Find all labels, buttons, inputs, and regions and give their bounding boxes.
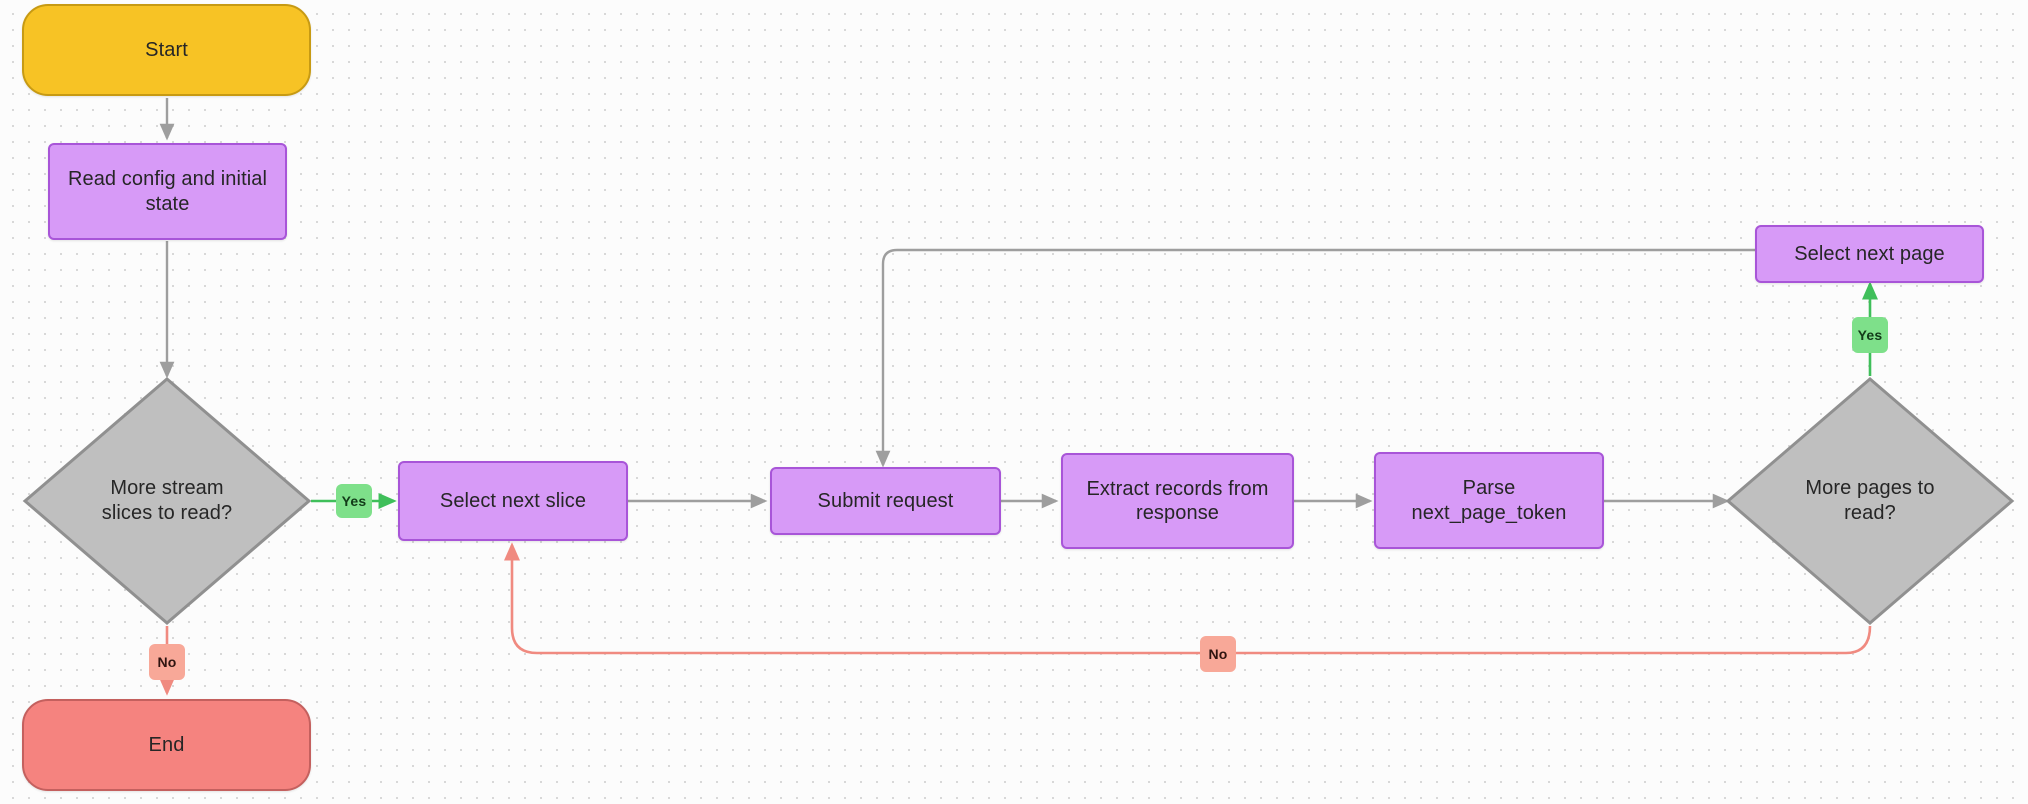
node-submit-request-label: Submit request <box>817 489 954 512</box>
edge-select-page-to-submit-request <box>875 248 1755 468</box>
node-parse-next-page-token-label: Parse next_page_token <box>1411 477 1567 524</box>
node-more-stream-slices-label: More stream slices to read? <box>101 477 233 524</box>
node-parse-next-page-token[interactable]: Parse next_page_token <box>1374 452 1604 549</box>
edge-label-pages-yes: Yes <box>1852 317 1888 353</box>
node-end[interactable]: End <box>22 699 311 791</box>
node-select-next-page-label: Select next page <box>1794 242 1945 265</box>
node-read-config-label: Read config and initial state <box>67 168 268 215</box>
node-select-next-slice-label: Select next slice <box>439 489 587 512</box>
edge-more-pages-no-to-select-slice <box>503 542 1872 655</box>
decision-diamond-shape <box>22 377 312 625</box>
edge-label-slices-yes: Yes <box>336 484 372 518</box>
node-start[interactable]: Start <box>22 4 311 96</box>
node-select-next-slice[interactable]: Select next slice <box>398 461 628 541</box>
node-more-stream-slices[interactable]: More stream slices to read? <box>22 376 312 626</box>
node-read-config[interactable]: Read config and initial state <box>48 143 287 240</box>
node-more-pages[interactable]: More pages to read? <box>1725 376 2015 626</box>
edge-label-slices-no: No <box>149 644 185 680</box>
node-more-pages-label: More pages to read? <box>1805 477 1935 524</box>
node-extract-records-label: Extract records from response <box>1086 477 1269 524</box>
node-start-label: Start <box>145 38 188 61</box>
edge-label-pages-no: No <box>1200 636 1236 672</box>
node-select-next-page[interactable]: Select next page <box>1755 225 1984 283</box>
node-submit-request[interactable]: Submit request <box>770 467 1001 535</box>
node-extract-records[interactable]: Extract records from response <box>1061 453 1294 549</box>
node-end-label: End <box>148 733 185 756</box>
